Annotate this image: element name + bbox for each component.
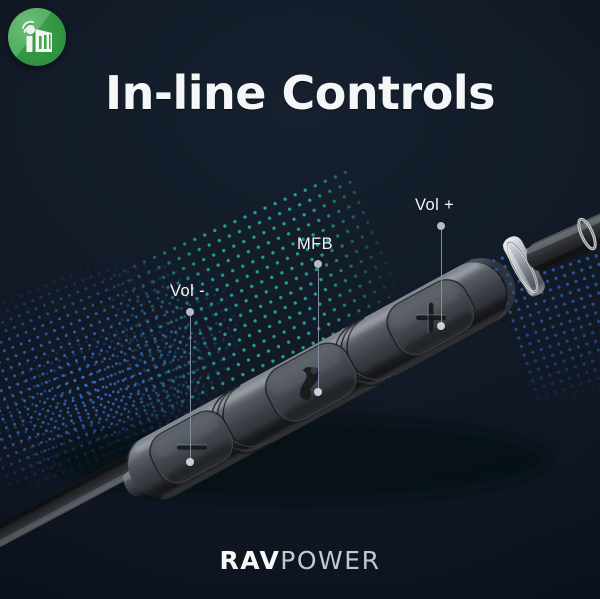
remote-body <box>116 251 519 511</box>
brand-wordmark-rav: RAV <box>219 546 281 575</box>
callout-label-vol-minus: Vol - <box>170 282 206 300</box>
cable-lower <box>0 447 154 562</box>
page-title: In-line Controls <box>105 66 496 120</box>
remote-top-cap <box>458 258 516 325</box>
multifunction-button <box>264 342 359 423</box>
callout-label-mfb: MFB <box>297 235 334 253</box>
volume-down-button <box>149 410 235 485</box>
callout-label-vol-plus: Vol + <box>415 196 455 214</box>
cable-upper <box>525 207 600 272</box>
metal-collar <box>502 236 545 296</box>
logo-glyph <box>22 20 54 58</box>
brand-wordmark: RAVPOWER <box>0 546 600 575</box>
volume-up-button <box>386 279 476 357</box>
iw-wifi-logo-icon <box>8 8 66 66</box>
brand-wordmark-power: POWER <box>280 546 381 575</box>
